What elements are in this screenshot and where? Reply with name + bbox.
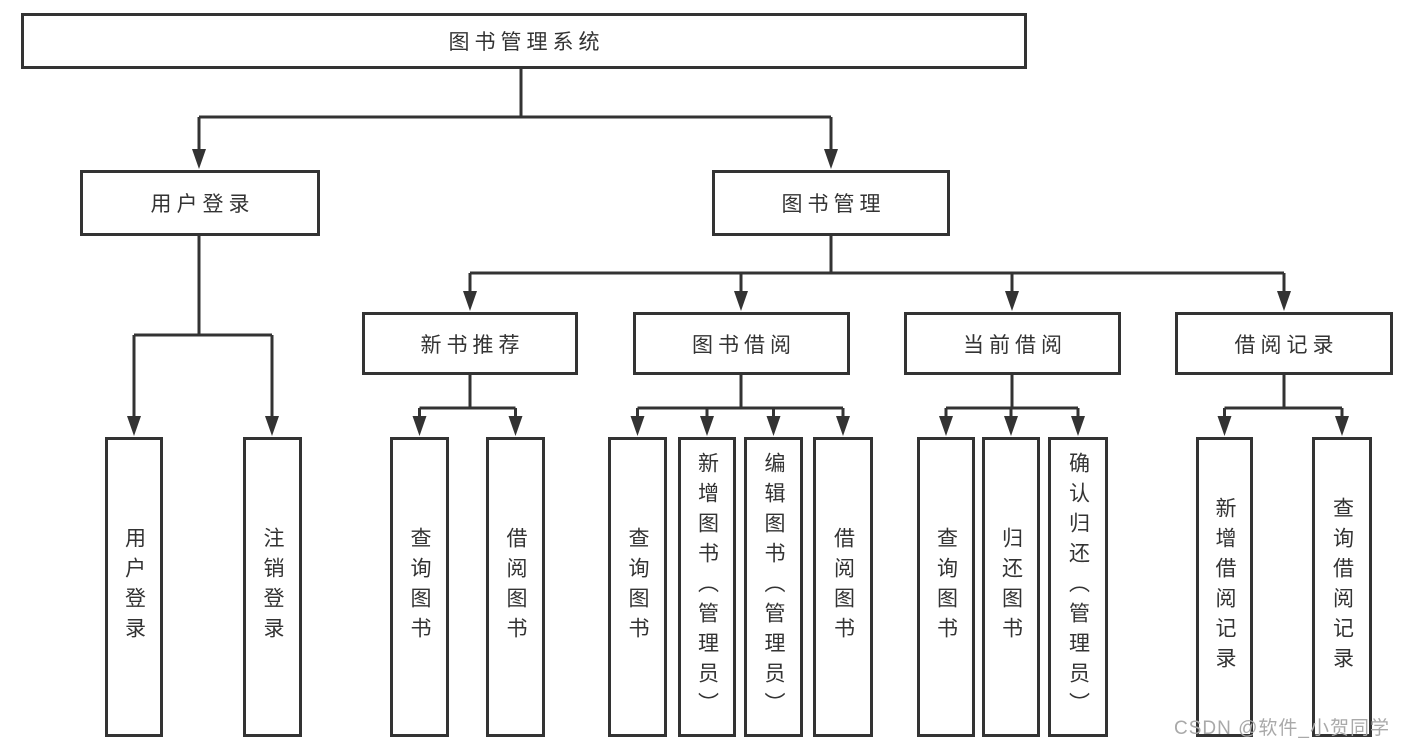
node-label: 查询图书 [934,527,958,647]
node-label: 图书管理 [781,193,886,216]
leaf-edit-books-admin: 编辑图书（管理员） [744,437,803,737]
leaf-confirm-return-admin: 确认归还（管理员） [1048,437,1108,737]
node-label: 编辑图书（管理员） [762,452,785,722]
leaf-return-books: 归还图书 [982,437,1040,737]
node-label: 新增图书（管理员） [695,452,719,722]
node-root-library-system: 图书管理系统 [21,13,1027,69]
node-label: 图书借阅 [692,333,796,357]
leaf-user-login: 用户登录 [105,437,163,737]
leaf-add-borrow-record: 新增借阅记录 [1196,437,1253,737]
leaf-query-borrow-record: 查询借阅记录 [1312,437,1372,737]
csdn-watermark: CSDN @软件_小贺同学 [1174,718,1390,739]
leaf-add-books-admin: 新增图书（管理员） [678,437,736,737]
node-current-borrow: 当前借阅 [904,312,1121,375]
node-new-book-recommend: 新书推荐 [362,312,578,375]
leaf-logout: 注销登录 [243,437,302,737]
node-label: 借阅记录 [1234,333,1339,357]
node-user-login: 用户登录 [80,170,320,236]
node-book-management: 图书管理 [712,170,950,236]
node-label: 查询图书 [626,527,649,647]
node-label: 借阅图书 [504,527,527,647]
node-label: 用户登录 [150,193,255,216]
leaf-query-books-current: 查询图书 [917,437,975,737]
leaf-query-books-recommend: 查询图书 [390,437,449,737]
node-label: 确认归还（管理员） [1066,452,1090,722]
node-label: 借阅图书 [831,527,855,647]
node-borrow-records: 借阅记录 [1175,312,1393,375]
node-label: 用户登录 [122,527,146,647]
node-label: 图书管理系统 [448,31,605,54]
node-book-borrow: 图书借阅 [633,312,850,375]
node-label: 新增借阅记录 [1213,497,1236,677]
leaf-query-books-borrow: 查询图书 [608,437,667,737]
node-label: 归还图书 [999,527,1023,647]
leaf-borrow-books: 借阅图书 [813,437,873,737]
node-label: 新书推荐 [420,333,525,357]
leaf-borrow-books-recommend: 借阅图书 [486,437,545,737]
node-label: 查询借阅记录 [1330,497,1354,677]
node-label: 当前借阅 [963,333,1067,357]
node-label: 查询图书 [408,527,431,647]
node-label: 注销登录 [261,527,284,647]
